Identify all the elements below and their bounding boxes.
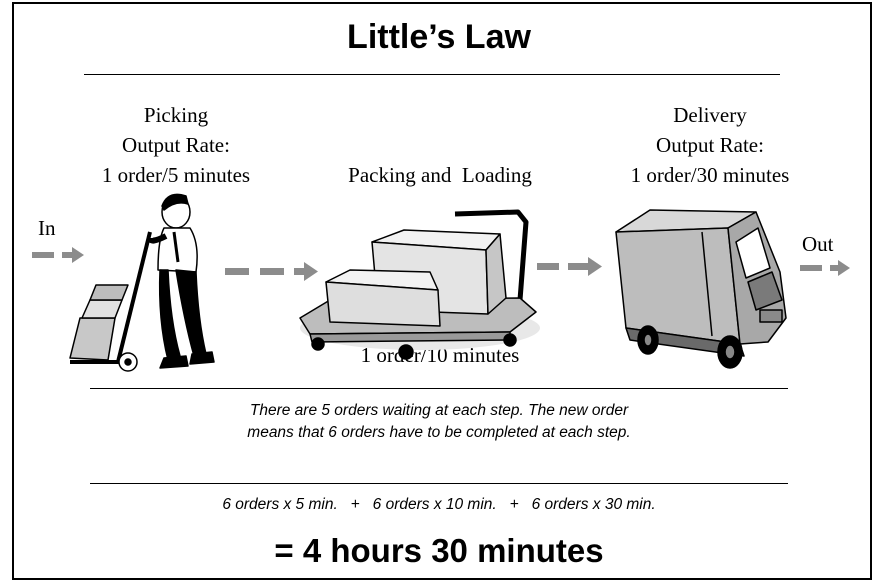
- divider-upper: [90, 388, 788, 389]
- flow-arrow-in: [32, 247, 84, 263]
- flow-arrow-2: [537, 257, 602, 276]
- flow-arrow-1: [225, 262, 318, 281]
- result-text: = 4 hours 30 minutes: [0, 532, 878, 570]
- note-text: There are 5 orders waiting at each step.…: [0, 400, 878, 444]
- flow-arrow-out: [800, 260, 850, 276]
- worker-with-hand-truck-icon: [70, 194, 214, 371]
- note-line-2: means that 6 orders have to be completed…: [0, 422, 878, 444]
- divider-lower: [90, 483, 788, 484]
- calculation-text: 6 orders x 5 min. + 6 orders x 10 min. +…: [0, 494, 878, 516]
- loaded-cart-icon: [300, 212, 540, 359]
- delivery-truck-icon: [616, 210, 786, 368]
- note-line-1: There are 5 orders waiting at each step.…: [0, 400, 878, 422]
